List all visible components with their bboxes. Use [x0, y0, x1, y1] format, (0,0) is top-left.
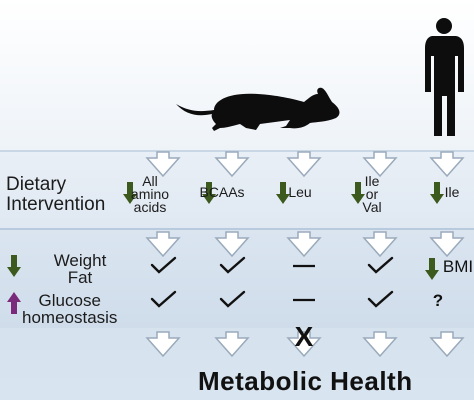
metabolic-health-title: Metabolic Health — [198, 366, 413, 396]
glucose-text: Glucose — [38, 291, 101, 310]
diet-down-arrow-0 — [123, 182, 137, 204]
weight-fat-mark-3-check-icon — [367, 256, 394, 274]
flow-chevron-0-1 — [214, 151, 250, 178]
dietary-line2: Intervention — [6, 194, 106, 215]
flow-chevron-2-3 — [362, 331, 398, 358]
flow-chevron-2-4 — [429, 331, 465, 358]
glucose-up-arrow — [7, 292, 21, 314]
diet-column-3-line-1: or — [365, 186, 379, 202]
flow-chevron-0-2 — [286, 151, 322, 178]
diet-column-0-line-2: acids — [133, 199, 167, 215]
weight-fat-mark-4-text: BMI — [443, 257, 473, 276]
glucose-mark-4-text: ? — [433, 291, 443, 310]
weight-fat-mark-1-check-icon — [219, 256, 246, 274]
outcome-mark-2-text: X — [295, 321, 314, 352]
glucose-label: Glucose homeostasis — [22, 292, 117, 326]
diet-down-arrow-1 — [202, 182, 216, 204]
flow-chevron-2-0 — [145, 331, 181, 358]
weight-fat-label: Weight Fat — [50, 252, 110, 286]
flow-chevron-1-3 — [362, 231, 398, 258]
flow-chevron-1-4 — [429, 231, 465, 258]
diet-column-2-line-0: Leu — [288, 184, 312, 200]
flow-chevron-0-4 — [429, 151, 465, 178]
diet-column-4-line-0: Ile — [444, 184, 460, 200]
weight-text: Weight — [53, 251, 107, 270]
species-band — [0, 0, 474, 150]
diet-column-1-line-0: BCAAs — [199, 184, 245, 200]
dietary-intervention-label: Dietary Intervention — [6, 175, 105, 215]
diet-column-3-line-2: Val — [362, 199, 382, 215]
flow-chevron-2-1 — [214, 331, 250, 358]
flow-chevron-1-1 — [214, 231, 250, 258]
fat-text: Fat — [67, 268, 93, 287]
homeostasis-text: homeostasis — [22, 308, 118, 327]
glucose-mark-1-check-icon — [219, 290, 246, 308]
flow-chevron-1-2 — [286, 231, 322, 258]
weight-fat-mark-0-check-icon — [150, 256, 177, 274]
weight-down-arrow — [7, 255, 21, 277]
diet-column-0-line-1: amino — [130, 186, 170, 202]
diet-column-1: BCAAs — [196, 184, 248, 200]
flow-chevron-1-0 — [145, 231, 181, 258]
diet-column-2: Leu — [274, 184, 326, 200]
diet-column-0-line-0: All — [142, 173, 158, 189]
diet-down-arrow-4 — [430, 182, 444, 204]
glucose-mark-0-check-icon — [150, 290, 177, 308]
flow-chevron-0-3 — [362, 151, 398, 178]
diet-column-4: Ile — [426, 184, 474, 200]
bmi-down-arrow — [425, 258, 439, 280]
flow-chevron-2-2 — [286, 331, 322, 358]
flow-chevron-0-0 — [145, 151, 181, 178]
diet-down-arrow-2 — [276, 182, 290, 204]
glucose-mark-3-check-icon — [367, 290, 394, 308]
diet-column-3-line-0: Ile — [364, 173, 380, 189]
diet-down-arrow-3 — [351, 182, 365, 204]
human-icon — [425, 18, 464, 136]
dietary-line1: Dietary — [6, 174, 67, 195]
mouse-icon — [176, 87, 340, 131]
